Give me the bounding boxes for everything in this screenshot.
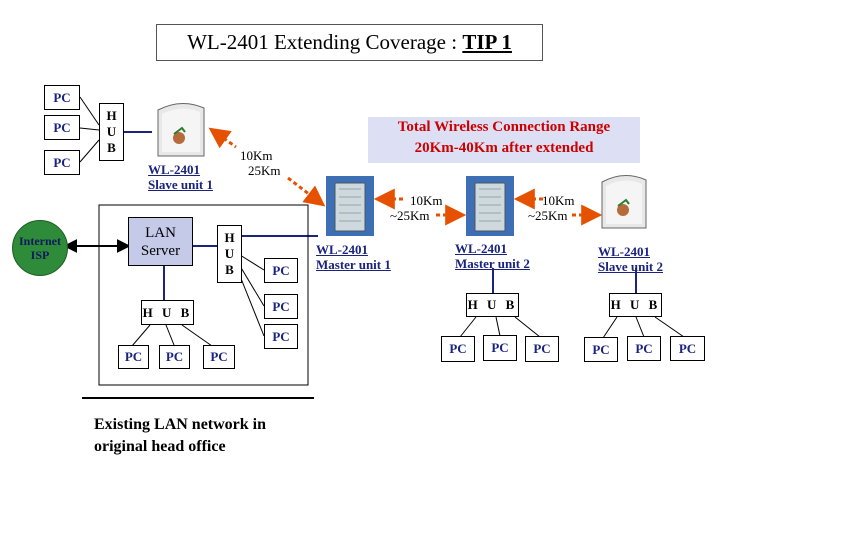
pc: PC [264,324,298,349]
pc: PC [441,336,475,362]
pc: PC [44,150,80,175]
pc: PC [44,115,80,140]
pc: PC [627,336,661,361]
pc: PC [264,294,298,319]
pc: PC [525,336,559,362]
master-unit-2-label: WL-2401 Master unit 2 [455,241,530,271]
slave-unit-2-antenna-icon [601,175,647,229]
range-line1: Total Wireless Connection Range [397,119,611,135]
range-box: Total Wireless Connection Range 20Km-40K… [368,117,640,163]
distance-label: 10Km ~25Km [390,193,443,223]
internet-label: Internet [19,234,61,248]
master-unit-1-antenna-icon [326,176,374,236]
pc: PC [584,337,618,362]
master-unit-2-antenna-icon [466,176,514,236]
master-unit-1-label: WL-2401 Master unit 1 [316,242,391,272]
pc: PC [159,345,190,369]
pc: PC [118,345,149,369]
pc: PC [670,336,705,361]
slave-unit-1-label: WL-2401 Slave unit 1 [148,162,214,192]
title-text: WL-2401 Extending Coverage : [187,30,463,54]
pc: PC [44,85,80,110]
diagram-title: WL-2401 Extending Coverage : TIP 1 [156,24,543,61]
distance-label: 10Km 25Km [240,148,281,178]
isp-label: ISP [30,248,50,262]
hub: H U B [141,300,194,325]
internet-isp-node: Internet ISP [12,220,68,276]
caption-line2: original head office [94,438,226,455]
lan-caption: Existing LAN network in original head of… [94,414,266,458]
hub: H U B [466,293,519,317]
slave-unit-2-label: WL-2401 Slave unit 2 [598,244,664,274]
slave-unit-1-antenna-icon [157,103,205,157]
pc: PC [203,345,235,369]
hub: H U B [609,293,662,317]
pc: PC [483,335,517,361]
caption-line1: Existing LAN network in [94,416,267,433]
distance-label: 10Km ~25Km [528,193,575,223]
lan-server: LAN Server [128,217,193,266]
range-line2: 20Km-40Km after extended [414,140,594,156]
pc: PC [264,258,298,283]
title-tip: TIP 1 [462,30,512,54]
